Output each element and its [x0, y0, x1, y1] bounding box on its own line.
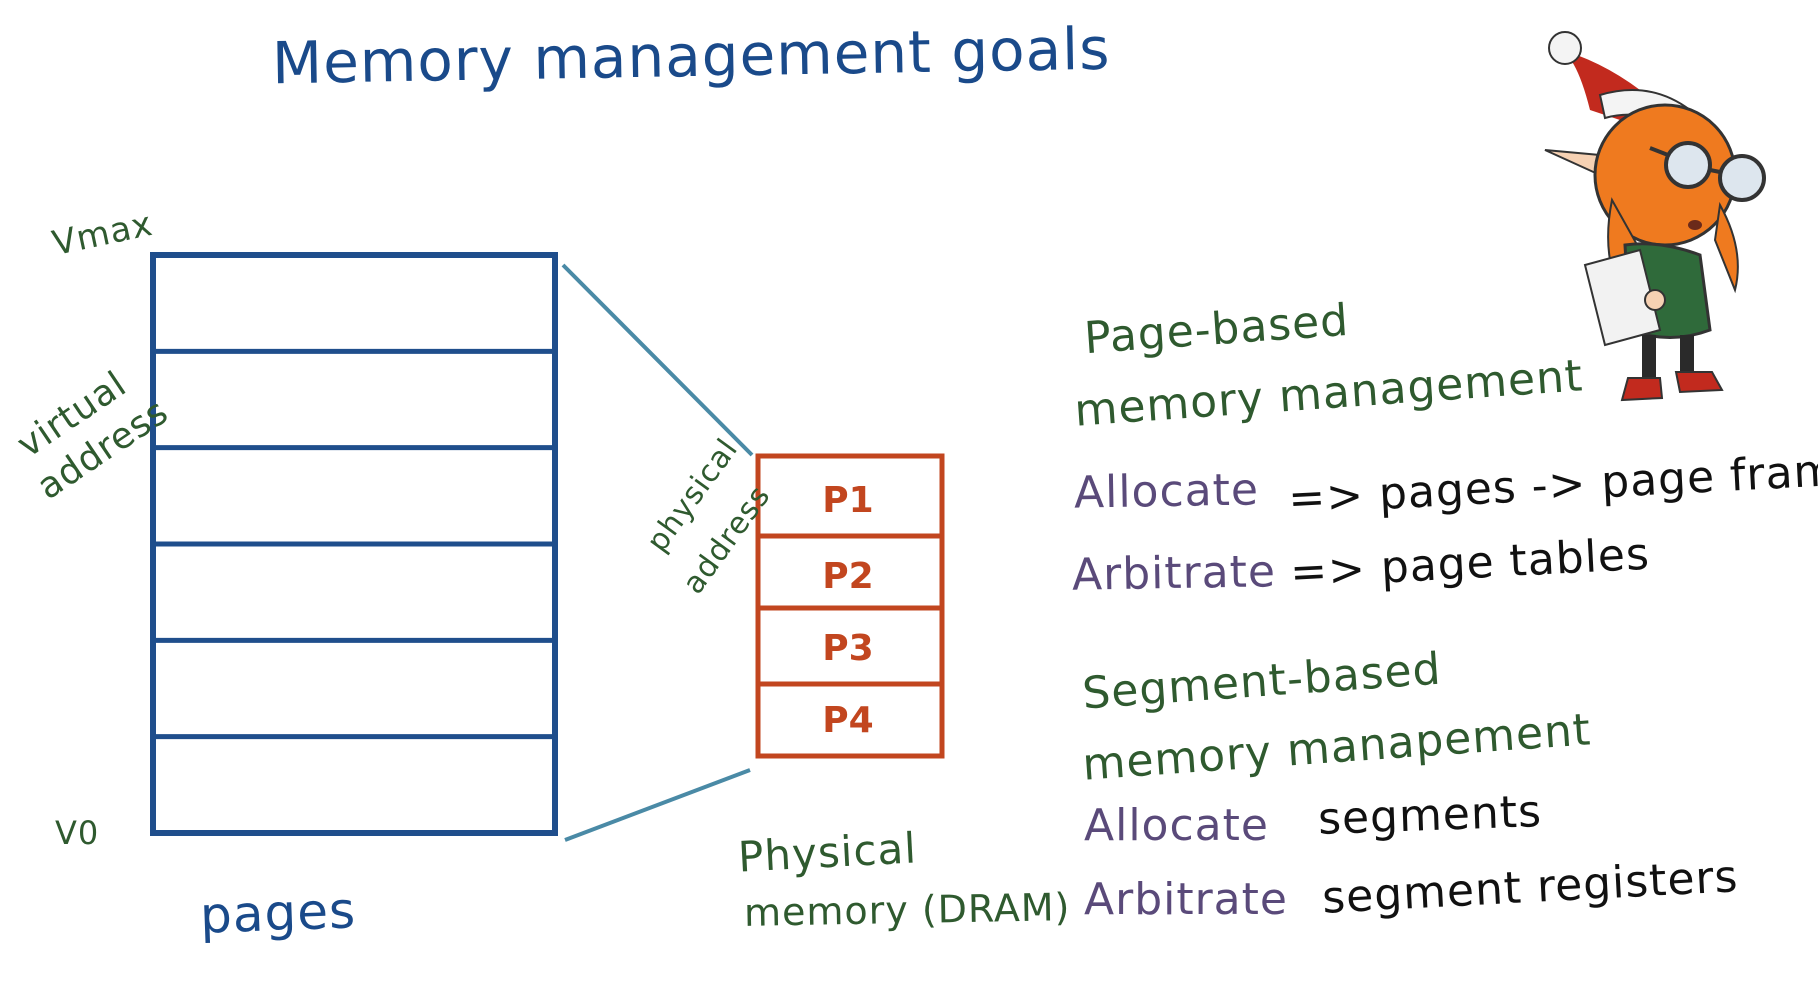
physical-memory: P1 P2 P3 P4 [755, 453, 945, 759]
connector-bottom-line [564, 768, 751, 842]
frame-label-p4: P4 [822, 700, 873, 741]
segment-arbitrate-label: Arbitrate [1084, 874, 1288, 925]
page-allocate-label: Allocate [1073, 464, 1260, 519]
frame-label-p2: P2 [822, 556, 873, 597]
frame-label-p1: P1 [822, 480, 873, 521]
elf-mascot-icon [1544, 31, 1766, 402]
segment-allocate-text: segments [1317, 786, 1543, 845]
pages-label: pages [199, 881, 357, 945]
virtual-address-space [150, 252, 558, 836]
frame-label-p3: P3 [822, 628, 873, 669]
v0-label: V0 [55, 814, 100, 852]
physical-memory-label-line2: memory (DRAM) [743, 885, 1071, 935]
physical-memory-label-line1: Physical [736, 823, 919, 882]
segment-allocate-label: Allocate [1084, 800, 1269, 851]
page-dividers [153, 348, 555, 740]
page-arbitrate-label: Arbitrate [1071, 546, 1277, 601]
connector-top-line [561, 263, 754, 457]
